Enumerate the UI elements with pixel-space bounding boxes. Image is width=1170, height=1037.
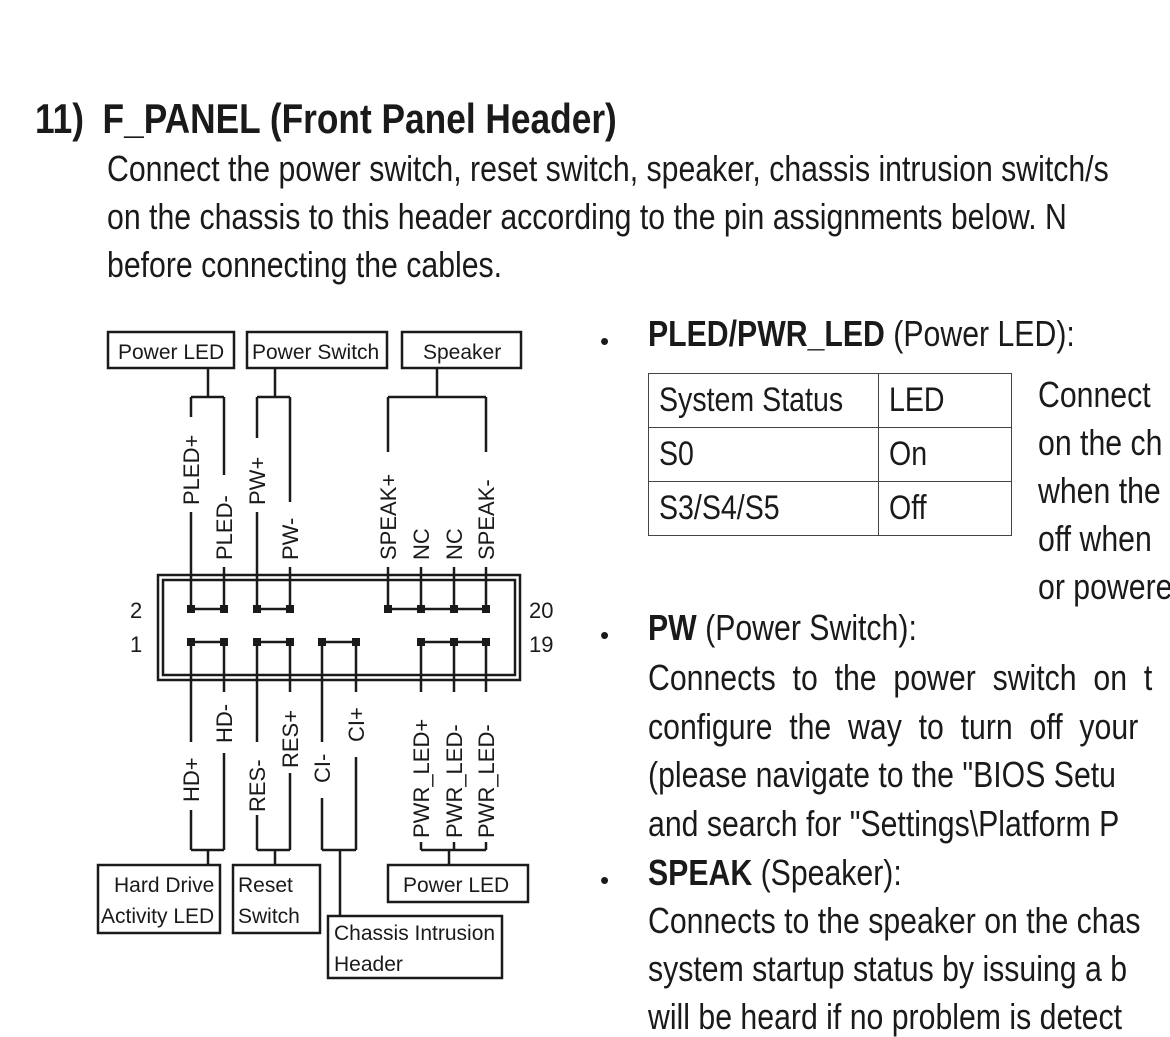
speak-text-line: will be heard if no problem is detect	[648, 996, 1123, 1037]
pin-label: NC	[409, 528, 434, 560]
pin-label: PLED-	[212, 495, 237, 560]
pin-label: RES+	[278, 710, 303, 768]
pin-number: 2	[130, 598, 142, 623]
pw-text-line: and search for "Settings\Platform P	[648, 803, 1120, 844]
pin-label: PWR_LED-	[474, 724, 499, 838]
hdd-led-box	[96, 863, 222, 935]
pin-label: SPEAK-	[474, 479, 499, 560]
pin-label: PWR_LED-	[442, 724, 467, 838]
speak-text-line: Connects to the speaker on the chas	[648, 900, 1141, 941]
group-label: Chassis Intrusion	[334, 922, 495, 945]
pw-text-line: Connects to the power switch on t	[648, 657, 1153, 698]
pin-number: 20	[529, 598, 553, 623]
chassis-intrusion-box	[326, 914, 504, 980]
pin-label: CI+	[344, 707, 369, 742]
power-led-bottom-box	[386, 863, 530, 904]
pin-label: NC	[442, 528, 467, 560]
pw-heading: PW (Power Switch):	[648, 607, 917, 648]
group-label: Power LED	[118, 341, 224, 364]
pins	[187, 605, 490, 646]
pled-text-line: Connect	[1038, 374, 1151, 415]
power-switch-box	[245, 330, 389, 370]
pin-label: CI-	[310, 754, 335, 783]
pled-text-line: or powere	[1038, 566, 1170, 607]
group-label: Hard Drive	[114, 874, 214, 897]
reset-switch-box	[231, 863, 322, 935]
pin-label: PLED+	[179, 435, 204, 505]
speak-text-line: system startup status by issuing a b	[648, 948, 1128, 989]
pin-label: PW+	[245, 457, 270, 505]
pled-text-line: off when	[1038, 518, 1152, 559]
group-label: Power LED	[403, 874, 509, 897]
pw-text-line: (please navigate to the "BIOS Setu	[648, 754, 1116, 795]
group-label: Power Switch	[252, 341, 379, 364]
pin-label: HD-	[212, 704, 237, 743]
speaker-box	[400, 330, 523, 370]
pin-label: HD+	[179, 757, 204, 802]
pw-text-line: configure the way to turn off your	[648, 706, 1139, 747]
pin-label: RES-	[245, 759, 270, 812]
pled-text-line: on the ch	[1038, 422, 1163, 463]
pin-number: 19	[529, 632, 553, 657]
bullet: •	[600, 326, 610, 356]
group-label: Switch	[238, 905, 300, 928]
pled-heading: PLED/PWR_LED (Power LED):	[648, 313, 1075, 354]
header-inner-outline	[161, 578, 517, 677]
section-heading: 11)F_PANEL (Front Panel Header)	[35, 95, 617, 142]
speak-heading: SPEAK (Speaker):	[648, 852, 902, 893]
pin-label: SPEAK+	[376, 474, 401, 560]
intro-line: before connecting the cables.	[107, 244, 503, 285]
pin-links	[191, 607, 486, 644]
group-label: Reset	[238, 874, 293, 897]
group-label: Activity LED	[101, 905, 214, 928]
pin-label: PWR_LED+	[409, 719, 434, 838]
pled-text-line: when the	[1038, 470, 1161, 511]
pin-label: PW-	[278, 518, 303, 560]
group-label: Header	[334, 953, 403, 976]
bullet: •	[600, 865, 610, 895]
intro-line: on the chassis to this header according …	[107, 196, 1067, 237]
group-label: Speaker	[423, 341, 501, 364]
intro-line: Connect the power switch, reset switch, …	[107, 148, 1109, 189]
bottom-wires	[189, 642, 488, 916]
top-wires	[189, 368, 488, 609]
power-led-box	[106, 330, 236, 370]
header-outline	[156, 573, 522, 682]
bullet: •	[600, 620, 610, 650]
pin-number: 1	[130, 632, 142, 657]
